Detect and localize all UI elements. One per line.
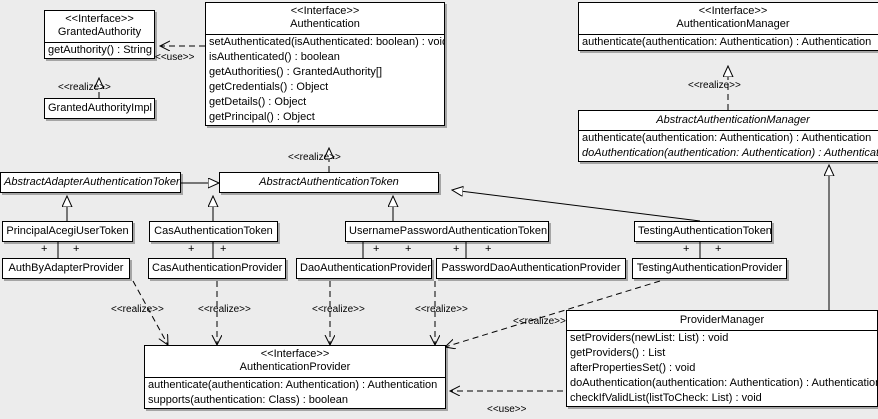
multiplicity-plus: + — [405, 243, 412, 255]
class-name: AuthByAdapterProvider — [8, 262, 124, 274]
class-name: AbstractAuthenticationManager — [656, 114, 810, 126]
multiplicity-plus: + — [73, 243, 80, 255]
class-name: TestingAuthenticationToken — [638, 225, 771, 237]
operation-check-if-valid-list: checkIfValidList(listToCheck: List) : vo… — [570, 392, 762, 404]
multiplicity-plus: + — [715, 243, 722, 255]
operation-get-authorities: getAuthorities() : GrantedAuthority[] — [209, 66, 383, 78]
edge-label-use-authentication-granted-authority: <<use>> — [155, 52, 195, 63]
class-abstract-authentication-manager[interactable]: AbstractAuthenticationManager authentica… — [578, 110, 878, 162]
multiplicity-plus: + — [41, 243, 48, 255]
class-stereotype: <<Interface>> — [698, 5, 768, 17]
edge-label-realize-authentication-manager: <<realize>> — [688, 80, 741, 91]
class-name: GrantedAuthority — [57, 26, 142, 38]
multiplicity-plus: + — [220, 243, 227, 255]
class-abstract-authentication-token[interactable]: AbstractAuthenticationToken — [219, 172, 439, 193]
class-operations: setProviders(newList: List) : void getPr… — [567, 330, 877, 406]
class-granted-authority-impl[interactable]: GrantedAuthorityImpl — [44, 98, 155, 119]
edge-label-use-provider-manager-authentication-provider: <<use>> — [487, 404, 527, 415]
class-authentication[interactable]: <<Interface>> Authentication setAuthenti… — [205, 2, 445, 126]
class-authentication-provider[interactable]: <<Interface>> AuthenticationProvider aut… — [144, 345, 446, 409]
class-name: ProviderManager — [679, 314, 765, 326]
class-password-dao-authentication-provider[interactable]: PasswordDaoAuthenticationProvider — [436, 258, 626, 279]
class-cas-authentication-provider[interactable]: CasAuthenticationProvider — [148, 258, 286, 279]
class-name: DaoAuthenticationProvider — [300, 262, 431, 274]
edge-generalization-testing-authentication-token — [452, 190, 701, 222]
edge-label-realize-password-dao-authentication-provider: <<realize>> — [415, 304, 468, 315]
class-operations: authenticate(authentication: Authenticat… — [579, 34, 878, 50]
class-provider-manager[interactable]: ProviderManager setProviders(newList: Li… — [566, 310, 878, 407]
class-name: CasAuthenticationProvider — [152, 262, 283, 274]
operation-do-authentication: doAuthentication(authentication: Authent… — [570, 377, 877, 389]
operation-get-authority: getAuthority() : String — [48, 44, 152, 56]
class-name: PrincipalAcegiUserToken — [6, 225, 129, 237]
edge-label-realize-cas-authentication-provider: <<realize>> — [198, 304, 251, 315]
class-name: PasswordDaoAuthenticationProvider — [441, 262, 621, 274]
operation-get-principal: getPrincipal() : Object — [209, 111, 315, 123]
class-operations: authenticate(authentication: Authenticat… — [579, 130, 878, 161]
multiplicity-plus: + — [453, 243, 460, 255]
class-abstract-adapter-authentication-token[interactable]: AbstractAdapterAuthenticationToken — [0, 172, 181, 193]
operation-is-authenticated: isAuthenticated() : boolean — [209, 51, 340, 63]
class-dao-authentication-provider[interactable]: DaoAuthenticationProvider — [296, 258, 432, 279]
class-name: Authentication — [290, 18, 360, 30]
edge-label-realize-dao-authentication-provider: <<realize>> — [312, 304, 365, 315]
class-name: AuthenticationManager — [676, 18, 790, 30]
class-testing-authentication-token[interactable]: TestingAuthenticationToken — [634, 221, 772, 242]
multiplicity-plus: + — [188, 243, 195, 255]
class-stereotype: <<Interface>> — [290, 5, 360, 17]
class-name: UsernamePasswordAuthenticationToken — [349, 225, 548, 237]
class-testing-authentication-provider[interactable]: TestingAuthenticationProvider — [632, 258, 787, 279]
operation-authenticate: authenticate(authentication: Authenticat… — [582, 36, 872, 48]
class-operations: getAuthority() : String — [45, 42, 154, 58]
operation-set-authenticated: setAuthenticated(isAuthenticated: boolea… — [209, 36, 444, 48]
class-name: TestingAuthenticationProvider — [636, 262, 783, 274]
class-name: AuthenticationProvider — [239, 361, 351, 373]
operation-get-details: getDetails() : Object — [209, 96, 307, 108]
class-stereotype: <<Interface>> — [65, 13, 134, 25]
class-username-password-authentication-token[interactable]: UsernamePasswordAuthenticationToken — [345, 221, 549, 242]
operation-get-credentials: getCredentials() : Object — [209, 81, 329, 93]
class-cas-authentication-token[interactable]: CasAuthenticationToken — [149, 221, 278, 242]
edge-label-realize-granted-authority-impl: <<realize>> — [58, 82, 111, 93]
multiplicity-plus: + — [373, 243, 380, 255]
class-name: CasAuthenticationToken — [154, 225, 273, 237]
operation-authenticate: authenticate(authentication: Authenticat… — [148, 379, 438, 391]
operation-supports: supports(authentication: Class) : boolea… — [148, 394, 348, 406]
operation-authenticate: authenticate(authentication: Authenticat… — [582, 132, 872, 144]
class-operations: authenticate(authentication: Authenticat… — [145, 377, 445, 408]
class-granted-authority[interactable]: <<Interface>> GrantedAuthority getAuthor… — [44, 10, 155, 59]
edge-label-realize-abstract-authentication-token: <<realize>> — [288, 152, 341, 163]
class-operations: setAuthenticated(isAuthenticated: boolea… — [206, 34, 444, 125]
class-name: AbstractAdapterAuthenticationToken — [4, 176, 180, 188]
operation-get-providers: getProviders() : List — [570, 347, 666, 359]
operation-after-properties-set: afterPropertiesSet() : void — [570, 362, 696, 374]
edge-label-realize-auth-by-adapter-provider: <<realize>> — [111, 304, 164, 315]
class-stereotype: <<Interface>> — [260, 348, 330, 360]
operation-do-authentication: doAuthentication(authentication: Authent… — [582, 147, 878, 159]
class-auth-by-adapter-provider[interactable]: AuthByAdapterProvider — [2, 258, 130, 279]
multiplicity-plus: + — [485, 243, 492, 255]
class-principal-acegi-user-token[interactable]: PrincipalAcegiUserToken — [2, 221, 133, 242]
operation-set-providers: setProviders(newList: List) : void — [570, 332, 729, 344]
class-name: GrantedAuthorityImpl — [48, 102, 152, 114]
multiplicity-plus: + — [683, 243, 690, 255]
class-name: AbstractAuthenticationToken — [259, 176, 399, 188]
class-authentication-manager[interactable]: <<Interface>> AuthenticationManager auth… — [578, 2, 878, 51]
edge-label-realize-testing-authentication-provider: <<realize>> — [513, 316, 566, 327]
